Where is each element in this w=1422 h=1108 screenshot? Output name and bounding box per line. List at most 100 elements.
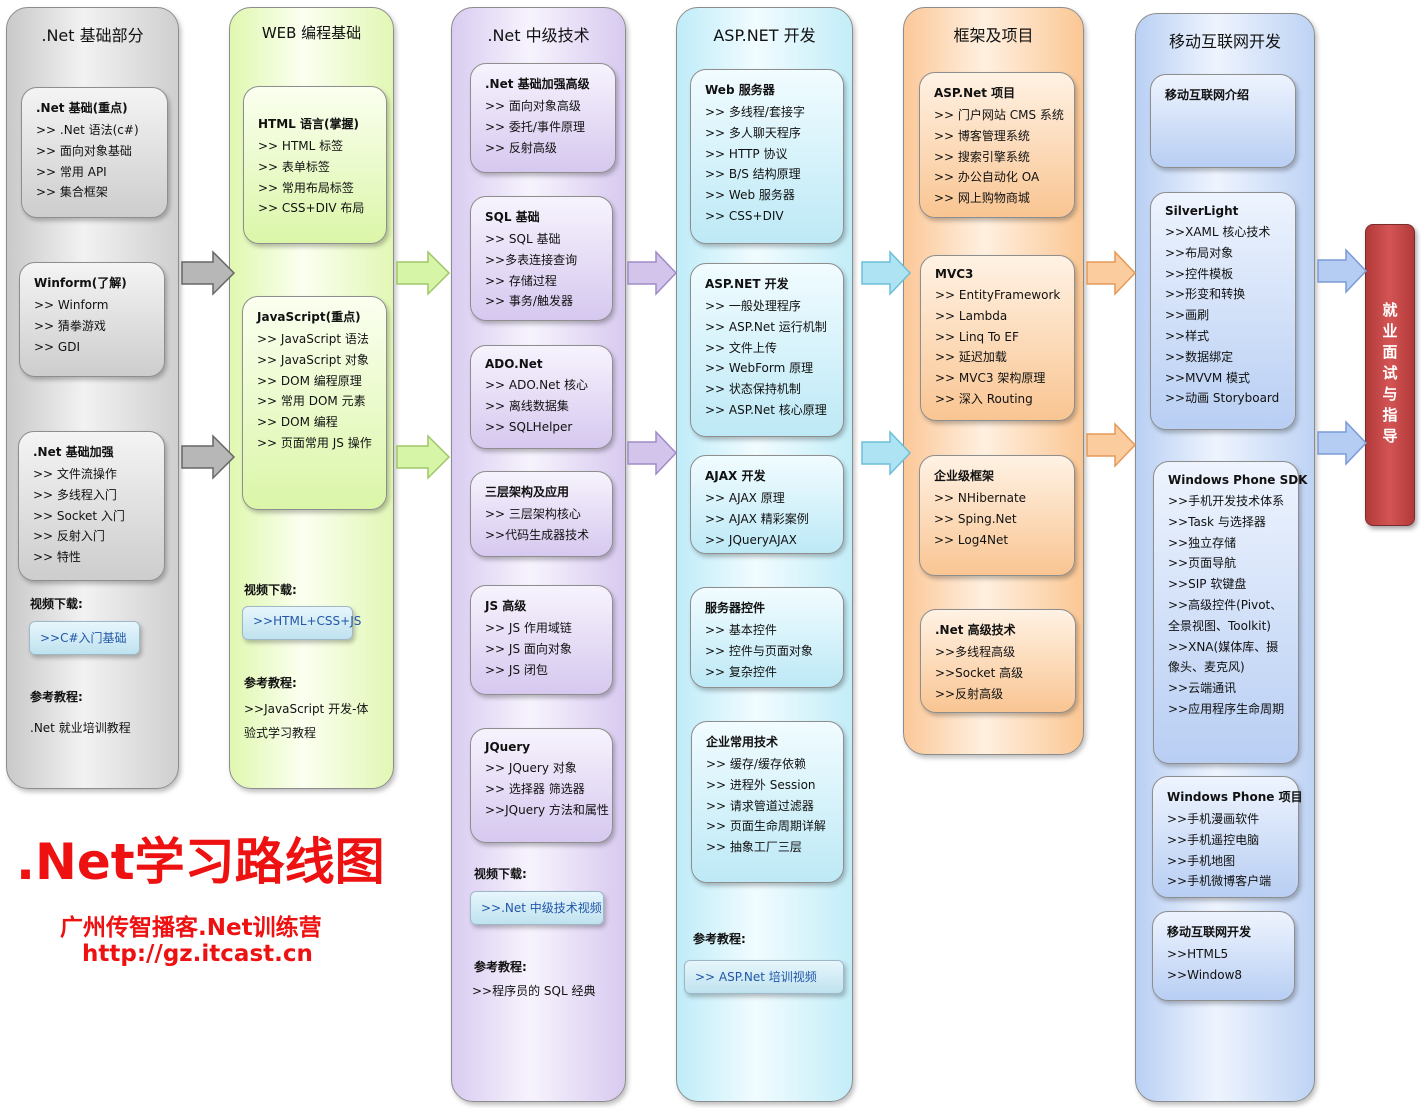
list-item: >>样式: [1165, 328, 1210, 343]
list-item: >> SQL 基础: [485, 232, 561, 246]
video-link-csharp[interactable]: >>C#入门基础: [29, 621, 140, 655]
list-item: >>控件模板: [1165, 266, 1234, 281]
arrow-right-icon: [181, 434, 236, 480]
list-item: >> B/S 结构原理: [705, 167, 801, 182]
list-item: >> MVC3 架构原理: [935, 371, 1046, 386]
box-html: HTML 语言(掌握) >> HTML 标签 >> 表单标签 >> 常用布局标签…: [243, 86, 387, 244]
box-title: MVC3: [935, 267, 974, 281]
box-mobile-dev: 移动互联网开发 >>HTML5 >>Window8: [1152, 911, 1295, 1001]
box-ado-net: ADO.Net >> ADO.Net 核心 >> 离线数据集 >> SQLHel…: [470, 345, 613, 449]
website-url[interactable]: http://gz.itcast.cn: [82, 941, 313, 967]
final-box-employment: 就业面试与指导: [1365, 224, 1415, 526]
list-item: >> 缓存/缓存依赖: [706, 757, 806, 771]
box-title: JQuery: [485, 740, 531, 754]
list-item: >> 常用布局标签: [258, 180, 354, 195]
list-item: >> 一般处理程序: [705, 299, 801, 313]
list-item: >> 页面生命周期详解: [706, 819, 826, 834]
list-item: >> ASP.Net 运行机制: [705, 319, 827, 334]
list-item: >> DOM 编程原理: [257, 373, 362, 388]
list-item: >> 进程外 Session: [706, 777, 816, 792]
arrow-right-icon: [396, 250, 451, 296]
list-item: >>布局对象: [1165, 245, 1234, 260]
list-item: >> 常用 API: [36, 164, 107, 179]
list-item: >>手机漫画软件: [1167, 812, 1260, 826]
list-item: >> JS 作用域链: [485, 621, 572, 635]
list-item: >> AJAX 精彩案例: [705, 511, 809, 526]
list-item: >> 集合框架: [36, 185, 108, 200]
box-title: 服务器控件: [705, 601, 766, 615]
box-title: AJAX 开发: [705, 469, 766, 483]
list-item: >> 网上购物商城: [934, 191, 1030, 206]
video-link-html-css-js[interactable]: >>HTML+CSS+JS: [242, 606, 361, 640]
box-web-server: Web 服务器 >> 多线程/套接字 >> 多人聊天程序 >> HTTP 协议 …: [690, 69, 844, 244]
video-label: 视频下载:: [30, 597, 83, 611]
box-title: 移动互联网开发: [1167, 925, 1252, 939]
list-item: >> JS 闭包: [485, 662, 548, 677]
list-item: >>Socket 高级: [935, 665, 1024, 680]
box-windows-phone-sdk: Windows Phone SDK >>手机开发技术体系 >>Task 与选择器…: [1153, 461, 1307, 764]
box-mobile-intro: 移动互联网介绍: [1150, 74, 1296, 168]
list-item: >> 多线程/套接字: [705, 105, 805, 119]
box-title: Windows Phone 项目: [1167, 790, 1303, 804]
reference-link-aspnet-video[interactable]: >> ASP.Net 培训视频: [684, 960, 844, 994]
organization-name: 广州传智播客.Net训练营: [60, 915, 322, 941]
video-link-net-intermediate[interactable]: >>.Net 中级技术视频: [470, 891, 604, 925]
list-item: >>SIP 软键盘: [1168, 577, 1247, 592]
box-net-basics-advanced: .Net 基础加强 >> 文件流操作 >> 多线程入门 >> Socket 入门…: [18, 431, 165, 581]
list-item: >> 面向对象高级: [485, 99, 581, 113]
box-title: 移动互联网介绍: [1165, 88, 1250, 102]
list-item: >>代码生成器技术: [485, 527, 590, 542]
reference-label: 参考教程:: [693, 932, 746, 946]
box-title: .Net 基础(重点): [36, 101, 128, 115]
box-title: 企业级框架: [934, 469, 995, 483]
box-js-advanced: JS 高级 >> JS 作用域链 >> JS 面向对象 >> JS 闭包: [470, 585, 613, 695]
list-item: >>XAML 核心技术: [1165, 225, 1271, 239]
column-title: 移动互联网开发: [1168, 32, 1281, 51]
list-item: >>页面导航: [1168, 556, 1237, 571]
box-title: .Net 高级技术: [935, 623, 1016, 637]
reference-label: 参考教程:: [244, 676, 297, 690]
list-item: >> AJAX 原理: [705, 491, 785, 505]
video-label: 视频下载:: [474, 867, 527, 881]
list-item: >> Web 服务器: [705, 188, 795, 203]
box-title: SQL 基础: [485, 210, 540, 224]
roadmap-title: .Net学习路线图: [16, 833, 385, 891]
list-item: >>XNA(媒体库、摄像头、麦克风): [1168, 639, 1279, 675]
list-item: >>JQuery 方法和属性: [485, 802, 609, 817]
list-item: >> 选择器 筛选器: [485, 781, 585, 796]
list-item: >>多表连接查询: [485, 252, 578, 267]
box-title: HTML 语言(掌握): [258, 117, 359, 131]
list-item: >> 反射入门: [33, 529, 105, 544]
final-box-label: 就业面试与指导: [1380, 301, 1399, 449]
box-title: 三层架构及应用: [485, 485, 570, 499]
list-item: >> JQuery 对象: [485, 761, 577, 775]
list-item: >> Winform: [34, 298, 109, 312]
box-jquery: JQuery >> JQuery 对象 >> 选择器 筛选器 >>JQuery …: [470, 728, 613, 843]
reference-text: >>程序员的 SQL 经典: [472, 984, 596, 998]
list-item: >> 办公自动化 OA: [934, 170, 1040, 185]
list-item: >> CSS+DIV: [705, 208, 784, 223]
box-title: .Net 基础加强: [33, 445, 114, 459]
box-title: 企业常用技术: [706, 735, 779, 749]
list-item: >> 事务/触发器: [485, 294, 573, 309]
reference-text: >>JavaScript 开发-体验式学习教程: [244, 702, 369, 740]
box-net-basics-core: .Net 基础(重点) >> .Net 语法(c#) >> 面向对象基础 >> …: [21, 87, 168, 218]
list-item: >> JavaScript 对象: [257, 352, 369, 367]
list-item: >>形变和转换: [1165, 287, 1246, 302]
arrow-right-icon: [861, 250, 912, 296]
list-item: >>手机地图: [1167, 853, 1236, 868]
list-item: >> ADO.Net 核心: [485, 378, 589, 392]
list-item: >> 表单标签: [258, 159, 330, 174]
box-title: ADO.Net: [485, 357, 543, 371]
list-item: >> Lambda: [935, 308, 1008, 323]
list-item: >> CSS+DIV 布局: [258, 201, 365, 216]
box-ajax: AJAX 开发 >> AJAX 原理 >> AJAX 精彩案例 >> JQuer…: [690, 455, 844, 554]
list-item: >> JavaScript 语法: [257, 332, 369, 346]
list-item: >> 博客管理系统: [934, 128, 1030, 143]
list-item: >> Log4Net: [934, 532, 1009, 547]
list-item: >> 文件流操作: [33, 467, 117, 481]
list-item: >> 门户网站 CMS 系统: [934, 108, 1064, 122]
list-item: >>独立存储: [1168, 535, 1237, 550]
box-net-advanced-tech: .Net 高级技术 >>多线程高级 >>Socket 高级 >>反射高级: [920, 609, 1076, 713]
list-item: >> 状态保持机制: [705, 382, 801, 397]
